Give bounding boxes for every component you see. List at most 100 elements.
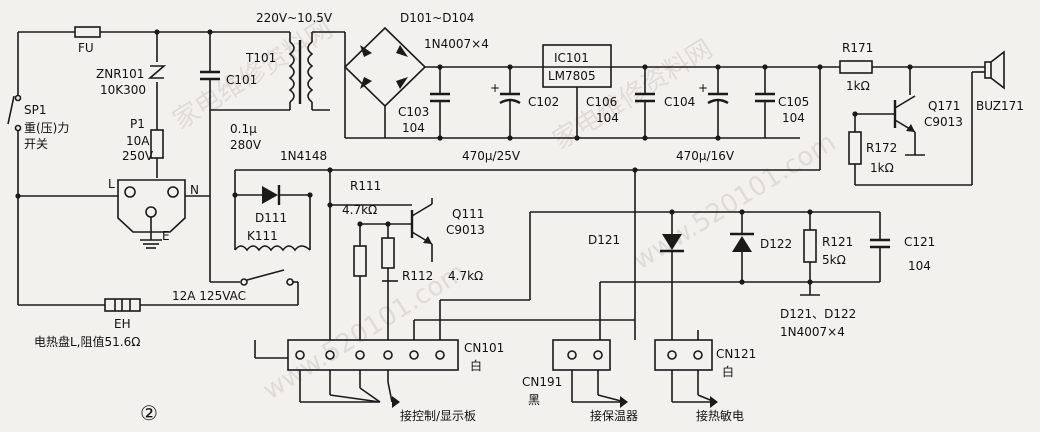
varistor-znr101: ZNR101 10K300: [96, 32, 167, 130]
transformer-t101: T101 220V~10.5V: [245, 11, 346, 138]
ic-part: LM7805: [548, 69, 596, 83]
transistor-q171: Q171 C9013: [855, 66, 985, 156]
znr-value: 10K300: [100, 83, 146, 97]
c102-label: C102: [528, 95, 559, 109]
capacitor-c101: C101 0.1μ 280V: [200, 32, 262, 152]
q171-label: Q171: [928, 99, 960, 113]
capacitor-c105: C105 104: [755, 67, 809, 138]
control-lines: [234, 67, 821, 340]
c104-plus: +: [698, 81, 708, 95]
watermark-url: www.520101.com: [628, 127, 841, 276]
q111-part: C9013: [446, 223, 485, 237]
transformer-voltage: 220V~10.5V: [256, 11, 333, 25]
c106-label: C106: [586, 95, 617, 109]
resistor-r112: R112 4.7kΩ: [353, 224, 483, 340]
switch-sp1: SP1 重(压)力 开关: [7, 94, 69, 151]
q111-label: Q111: [452, 207, 484, 221]
capacitor-c103: C103 104: [398, 67, 450, 138]
buzzer-buz171: BUZ171: [972, 50, 1024, 113]
c106-value: 104: [596, 111, 619, 125]
k111-label: K111: [247, 229, 278, 243]
r121-label: R121: [822, 235, 853, 249]
d121-d122-part: 1N4007×4: [780, 325, 845, 339]
t101-label: T101: [245, 51, 276, 65]
c121-label: C121: [904, 235, 935, 249]
fuse-fu: FU: [74, 26, 101, 55]
q171-part: C9013: [924, 115, 963, 129]
p1-voltage: 250V: [122, 149, 154, 163]
r121-value: 5kΩ: [822, 253, 846, 267]
fuse-label: FU: [78, 41, 94, 55]
regulator-ic101: IC101 LM7805: [542, 44, 612, 138]
connector-cn101: CN101 白 接控制/显示板: [254, 319, 635, 423]
diode-d111: 1N4148 D111: [235, 149, 327, 250]
c101-value: 0.1μ: [230, 122, 257, 136]
c104-value: 470μ/16V: [676, 149, 735, 163]
resistor-r172: R172 1kΩ: [848, 72, 973, 186]
r172-value: 1kΩ: [870, 161, 894, 175]
connector-cn121: CN121 白 接热敏电: [654, 330, 756, 423]
mains-wiring: [17, 31, 299, 306]
r171-label: R171: [842, 41, 873, 55]
diodes-part: 1N4007×4: [424, 37, 489, 51]
p1-label: P1: [130, 117, 145, 131]
d122-label: D122: [760, 237, 792, 251]
c101-voltage: 280V: [230, 138, 262, 152]
c105-value: 104: [782, 111, 805, 125]
d121-label: D121: [588, 233, 620, 247]
capacitor-c104: + C104 470μ/16V: [664, 67, 735, 163]
to-thermistor-label: 接热敏电: [696, 408, 744, 423]
cn191-color: 黑: [528, 393, 540, 407]
c102-plus: +: [490, 81, 500, 95]
c121-value: 104: [908, 259, 931, 273]
sp1-label: SP1: [24, 103, 47, 117]
p1-e: E: [162, 229, 170, 243]
cn101-label: CN101: [464, 341, 504, 355]
resistor-r171: R171 1kΩ: [820, 41, 910, 93]
cn101-color: 白: [470, 358, 482, 373]
eh-desc: 电热盘L,阻值51.6Ω: [34, 334, 140, 349]
relay-k111: K111 12A 125VAC: [172, 229, 311, 303]
d111-part: 1N4148: [280, 149, 327, 163]
to-thermostat-label: 接保温器: [590, 408, 638, 423]
bridge-rectifier: D101~D104 1N4007×4: [343, 11, 820, 138]
znr-label: ZNR101: [96, 67, 144, 81]
resistor-r111: R111 4.7kΩ: [330, 179, 412, 217]
heater-eh: EH 电热盘L,阻值51.6Ω: [34, 298, 141, 349]
sp1-name2: 开关: [24, 137, 48, 151]
figure-number: ②: [140, 401, 158, 425]
r112-value: 4.7kΩ: [448, 269, 483, 283]
diodes-label: D101~D104: [400, 11, 474, 25]
r171-value: 1kΩ: [846, 79, 870, 93]
p1-n: N: [190, 183, 199, 197]
ic-label: IC101: [554, 51, 589, 65]
capacitor-c106: C106 104: [586, 67, 655, 138]
c102-value: 470μ/25V: [462, 149, 521, 163]
d121-d122-label: D121、D122: [780, 307, 856, 321]
d111-label: D111: [255, 211, 287, 225]
relay-rating: 12A 125VAC: [172, 289, 246, 303]
cn121-label: CN121: [716, 347, 756, 361]
cn191-label: CN191: [522, 375, 562, 389]
to-display-label: 接控制/显示板: [400, 408, 476, 423]
c103-label: C103: [398, 105, 429, 119]
r111-value: 4.7kΩ: [342, 203, 377, 217]
junction-dots: [15, 29, 913, 285]
sp1-name: 重(压)力: [24, 121, 69, 135]
p1-current: 10A: [126, 134, 150, 148]
socket-p1: P1 10A 250V L N E: [108, 117, 199, 249]
r111-label: R111: [350, 179, 381, 193]
p1-l: L: [108, 177, 115, 191]
sensor-network: D121 D122 R121 5kΩ C121 104 D121、D122 1N…: [439, 211, 935, 340]
c103-value: 104: [402, 121, 425, 135]
c101-label: C101: [226, 73, 257, 87]
connector-cn191: CN191 黑 接保温器: [522, 339, 638, 423]
r112-label: R112: [402, 269, 433, 283]
c105-label: C105: [778, 95, 809, 109]
capacitor-c102: + C102 470μ/25V: [462, 67, 559, 163]
transistor-q111: Q111 C9013: [360, 198, 485, 262]
c104-label: C104: [664, 95, 695, 109]
r172-label: R172: [866, 141, 897, 155]
